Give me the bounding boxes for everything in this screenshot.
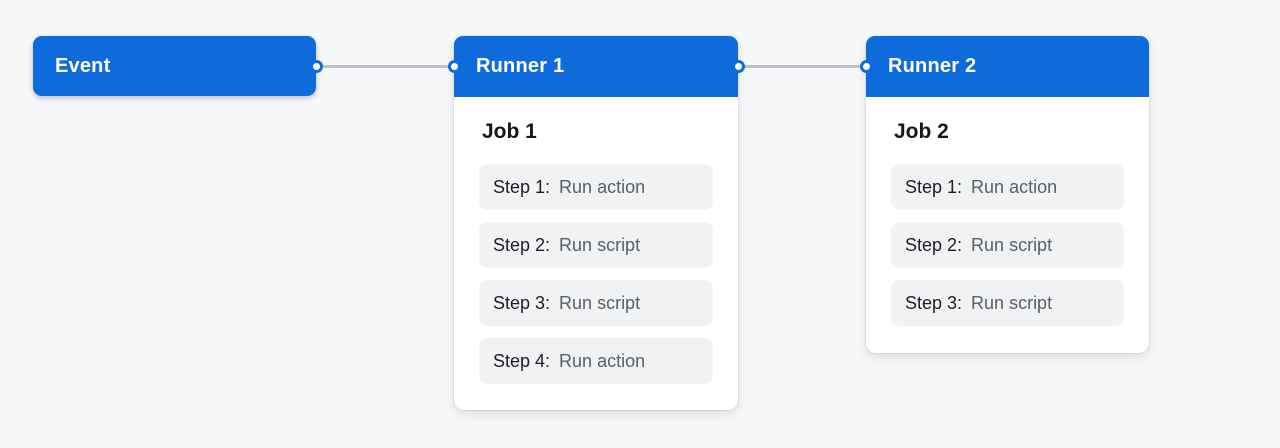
event-label: Event (55, 54, 111, 77)
runner-2-header: Runner 2 (866, 36, 1149, 97)
connector-line-event-runner1 (316, 64, 454, 68)
connection-dot-event-right (309, 59, 323, 73)
connector-line-runner1-runner2 (738, 64, 866, 68)
job-2-title: Job 2 (894, 120, 949, 143)
step-prefix: Step 1: (493, 176, 551, 197)
job-1-title: Job 1 (482, 120, 537, 143)
job-2-step-3: Step 3: Run script (891, 280, 1124, 326)
runner-1-card: Runner 1 Job 1 Step 1: Run action Step 2… (454, 36, 738, 410)
step-action: Run action (559, 176, 646, 197)
step-action: Run script (971, 234, 1053, 255)
step-prefix: Step 3: (905, 292, 963, 313)
runner-2-label: Runner 2 (888, 55, 977, 77)
connection-dot-runner1-right (731, 59, 745, 73)
step-prefix: Step 2: (905, 234, 963, 255)
step-action: Run script (559, 234, 641, 255)
step-action: Run action (559, 350, 646, 371)
step-prefix: Step 2: (493, 234, 551, 255)
runner-2-body: Job 2 Step 1: Run action Step 2: Run scr… (866, 97, 1149, 326)
runner-2-card: Runner 2 Job 2 Step 1: Run action Step 2… (866, 36, 1149, 353)
step-prefix: Step 4: (493, 350, 551, 371)
job-1-step-2: Step 2: Run script (479, 222, 713, 268)
runner-1-label: Runner 1 (476, 55, 565, 77)
job-1-step-1: Step 1: Run action (479, 164, 713, 210)
step-prefix: Step 1: (905, 176, 963, 197)
connection-dot-runner2-left (859, 59, 873, 73)
runner-1-header: Runner 1 (454, 36, 738, 97)
step-action: Run action (971, 176, 1058, 197)
step-action: Run script (971, 292, 1053, 313)
runner-1-body: Job 1 Step 1: Run action Step 2: Run scr… (454, 97, 738, 384)
step-prefix: Step 3: (493, 292, 551, 313)
job-2-step-1: Step 1: Run action (891, 164, 1124, 210)
job-1-step-4: Step 4: Run action (479, 338, 713, 384)
job-2-step-2: Step 2: Run script (891, 222, 1124, 268)
job-1-step-3: Step 3: Run script (479, 280, 713, 326)
event-node: Event (33, 36, 316, 96)
step-action: Run script (559, 292, 641, 313)
connection-dot-runner1-left (447, 59, 461, 73)
